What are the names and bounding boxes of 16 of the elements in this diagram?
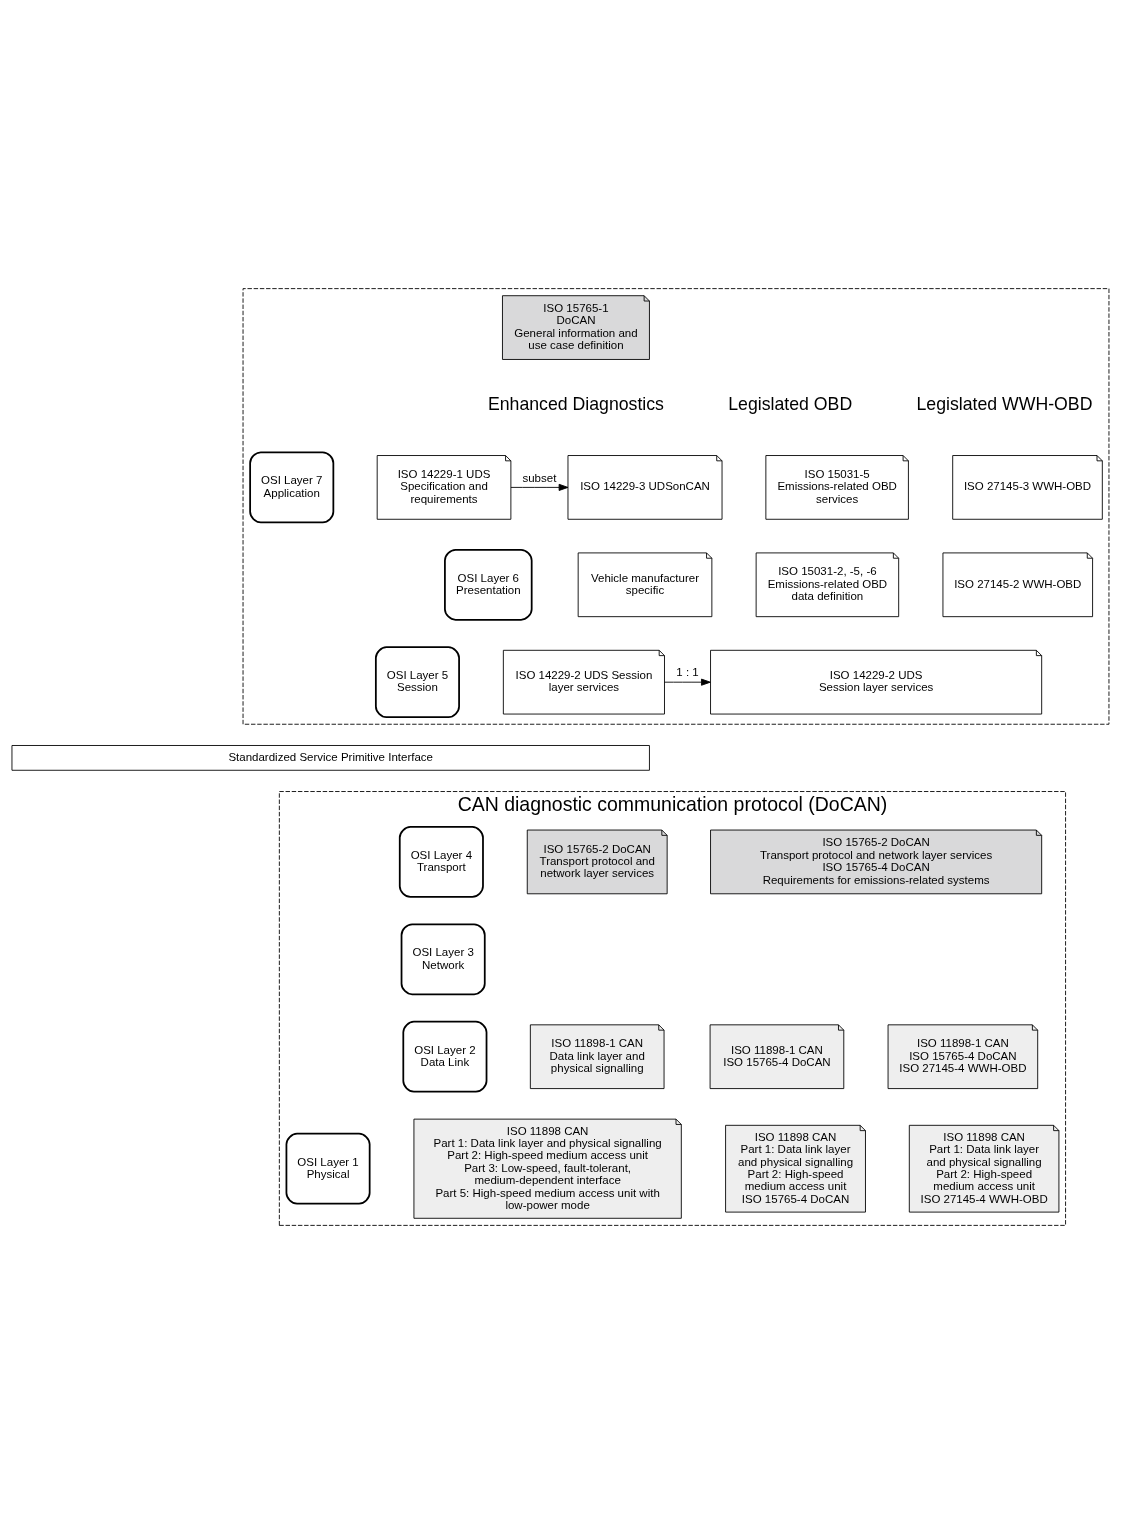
label: Legislated WWH-OBD	[916, 393, 1093, 414]
node-box: OSI Layer 4 Transport	[398, 825, 484, 898]
label: Legislated OBD	[728, 393, 853, 414]
node-box: Standardized Service Primitive Interface	[11, 744, 650, 771]
node-box: OSI Layer 5 Session	[374, 645, 460, 718]
node-box: OSI Layer 1 Physical	[285, 1132, 371, 1205]
node-box: OSI Layer 2 Data Link	[402, 1020, 488, 1093]
cluster	[242, 287, 1110, 725]
node-box: OSI Layer 3 Network	[400, 922, 486, 995]
edge-label: 1 : 1	[676, 665, 699, 678]
node-box: OSI Layer 7 Application	[249, 451, 335, 523]
node-box: OSI Layer 6 Presentation	[444, 548, 533, 621]
arrow	[664, 678, 711, 686]
edge-label: subset	[522, 471, 557, 484]
label: Enhanced Diagnostics	[487, 393, 664, 414]
arrow	[510, 483, 569, 491]
